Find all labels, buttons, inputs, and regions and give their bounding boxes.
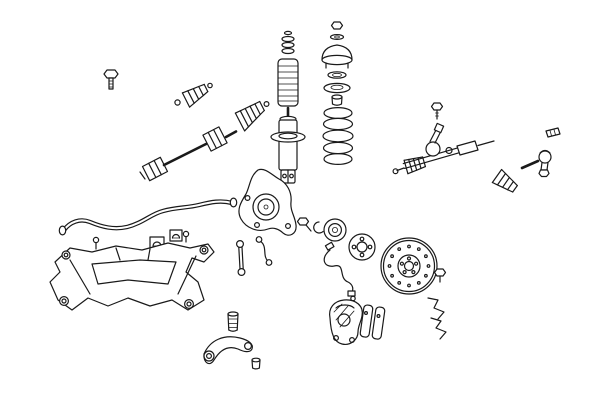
- bump-stop-icon: [227, 311, 239, 332]
- bump-rubber-icon: [331, 94, 343, 106]
- steering-boot-icon: [491, 168, 518, 193]
- retaining-clips-icon: [427, 297, 447, 340]
- stabilizer-bushing-b-icon: [169, 229, 183, 242]
- cartridge-spring-icon: [281, 30, 295, 55]
- brake-pads-icon: [359, 304, 386, 340]
- snap-ring-icon: [313, 221, 324, 234]
- small-joint-icon: [545, 127, 561, 138]
- small-bolt-rack-icon: [430, 102, 444, 120]
- strut-nut-icon: [330, 21, 344, 30]
- dust-boot-icon: [277, 58, 299, 107]
- steering-rack-icon: [392, 122, 495, 175]
- steering-knuckle-icon: [238, 168, 297, 236]
- arm-bushing-icon: [251, 357, 261, 370]
- subframe-bolt-a-icon: [92, 236, 100, 250]
- wheel-hub-icon: [348, 233, 376, 261]
- tie-rod-end-icon: [520, 149, 552, 178]
- shock-absorber-icon: [270, 106, 306, 184]
- subframe-bolt-b-icon: [182, 230, 190, 243]
- knuckle-bolt-icon: [296, 217, 312, 232]
- strut-mount-icon: [321, 44, 353, 69]
- spring-seat-icon: [323, 82, 351, 94]
- wheel-bearing-icon: [323, 218, 347, 242]
- subframe-icon: [49, 242, 215, 311]
- cv-boot-small-icon: [174, 82, 213, 108]
- control-arm-icon: [203, 336, 253, 365]
- hub-bolt-icon: [103, 69, 119, 90]
- disc-bolt-icon: [433, 268, 447, 283]
- coil-spring-icon: [322, 106, 354, 166]
- stabilizer-link-icon: [255, 236, 273, 266]
- cv-boot-large-icon: [234, 100, 270, 132]
- drive-shaft-icon: [139, 126, 238, 182]
- stabilizer-bar-icon: [58, 197, 238, 236]
- brake-disc-icon: [380, 237, 438, 295]
- strut-washer-icon: [329, 33, 345, 40]
- strut-bearing-icon: [327, 71, 347, 79]
- brake-caliper-icon: [329, 299, 363, 345]
- link-rod-icon: [236, 240, 246, 277]
